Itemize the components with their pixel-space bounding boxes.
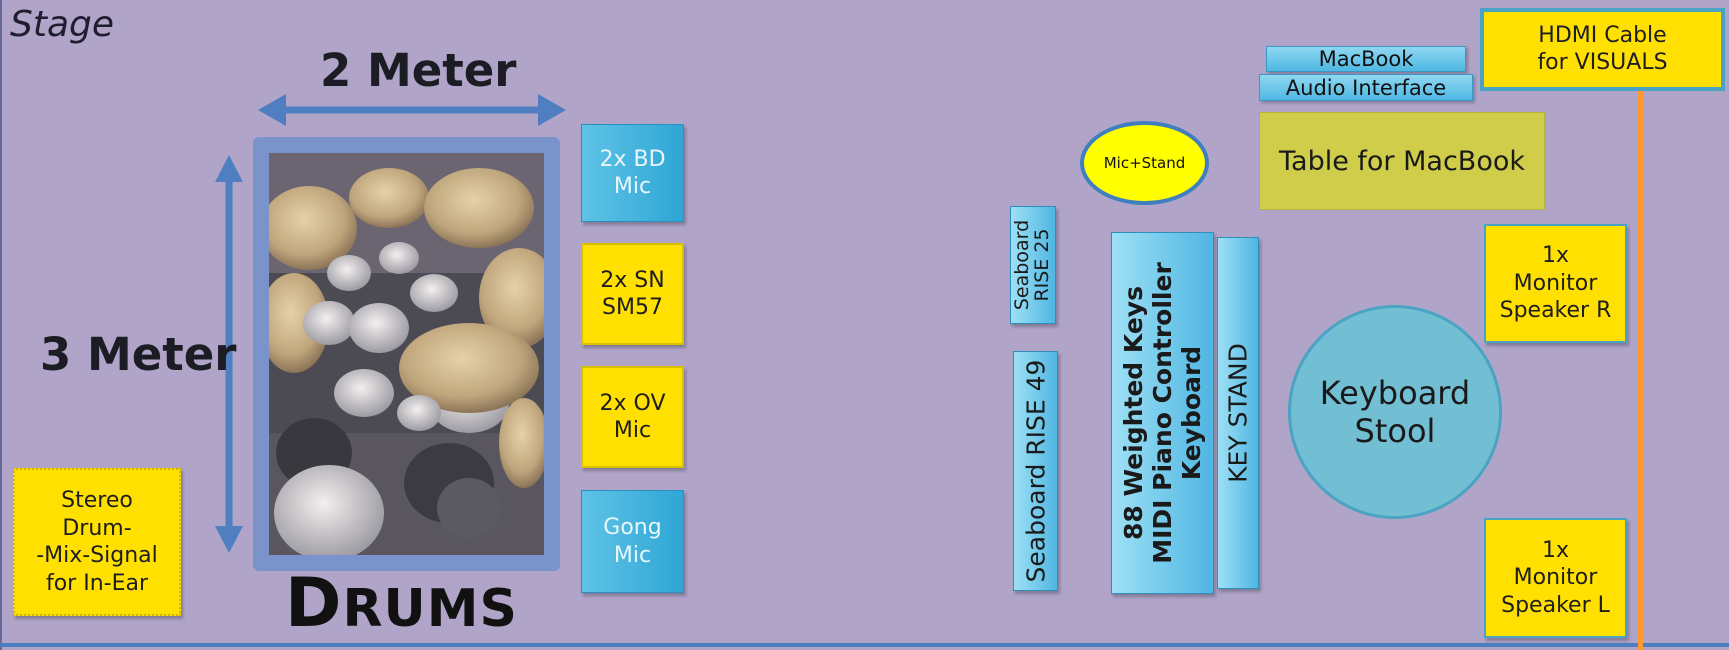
monitor-l-line1: 1x — [1542, 538, 1569, 563]
monitor-l-line3: Speaker L — [1501, 593, 1610, 618]
hdmi-line2: for VISUALS — [1537, 50, 1667, 75]
drum-kit-photo — [269, 153, 544, 555]
stool-line2: Stool — [1355, 412, 1436, 450]
seaboard-rise-25: Seaboard RISE 25 — [1010, 206, 1056, 324]
midi-piano-keyboard: 88 Weighted Keys MIDI Piano Controller K… — [1111, 232, 1214, 594]
monitor-speaker-left: 1x Monitor Speaker L — [1484, 518, 1627, 638]
stage-left-border — [0, 0, 2, 650]
keyboard-line1: 88 Weighted Keys — [1118, 286, 1147, 540]
seaboard-rise-49: Seaboard RISE 49 — [1013, 351, 1058, 591]
audio-interface-label: Audio Interface — [1286, 76, 1446, 100]
hdmi-line1: HDMI Cable — [1538, 23, 1666, 48]
gong-mic-line1: Gong — [603, 515, 661, 540]
drums-title-rest: RUMS — [342, 579, 517, 639]
height-label: 3 Meter — [40, 328, 237, 381]
snare-mic-line2: SM57 — [602, 295, 663, 320]
width-arrow-right-head — [538, 94, 566, 126]
monitor-speaker-right: 1x Monitor Speaker R — [1484, 224, 1627, 343]
bass-drum-mic-line1: 2x BD — [599, 147, 665, 172]
stereo-mix-line2: Drum- — [62, 516, 131, 541]
monitor-r-line3: Speaker R — [1500, 298, 1612, 323]
keyboard-line3: Keyboard — [1176, 346, 1205, 480]
bass-drum-mic-line2: Mic — [614, 174, 651, 199]
monitor-r-line2: Monitor — [1514, 271, 1598, 296]
monitor-l-line2: Monitor — [1514, 565, 1598, 590]
width-arrow-left-head — [258, 94, 286, 126]
drums-title-initial: D — [285, 564, 342, 643]
keyboard-line2: MIDI Piano Controller — [1147, 262, 1176, 564]
macbook-table-label: Table for MacBook — [1279, 146, 1525, 177]
stool-line1: Keyboard — [1320, 374, 1470, 412]
key-stand: KEY STAND — [1217, 237, 1259, 589]
key-stand-label: KEY STAND — [1224, 343, 1253, 483]
audio-interface-box: Audio Interface — [1259, 74, 1473, 101]
seaboard-49-label: Seaboard RISE 49 — [1021, 360, 1050, 583]
stereo-mix-box: Stereo Drum- -Mix-Signal for In-Ear — [13, 468, 181, 616]
gong-mic-line2: Mic — [614, 543, 651, 568]
seaboard-25-line1: Seaboard — [1011, 220, 1033, 310]
mic-stand-ellipse: Mic+Stand — [1080, 121, 1209, 205]
stereo-mix-line3: -Mix-Signal — [36, 543, 158, 568]
width-label: 2 Meter — [320, 44, 517, 97]
hdmi-cable-line — [1638, 82, 1643, 650]
seaboard-25-line2: RISE 25 — [1031, 228, 1053, 301]
macbook-box: MacBook — [1266, 46, 1466, 72]
macbook-label: MacBook — [1319, 47, 1414, 71]
height-arrow-top-head — [215, 155, 243, 182]
height-arrow-bottom-head — [215, 526, 243, 553]
overhead-mic-line1: 2x OV — [600, 391, 666, 416]
stage-front-edge — [0, 643, 1729, 647]
monitor-r-line1: 1x — [1542, 243, 1569, 268]
mic-stand-label: Mic+Stand — [1104, 154, 1186, 172]
macbook-table: Table for MacBook — [1259, 112, 1545, 210]
snare-mic-line1: 2x SN — [600, 268, 664, 293]
drum-kit-illustration — [269, 153, 544, 555]
overhead-mic-line2: Mic — [614, 418, 651, 443]
stereo-mix-line4: for In-Ear — [46, 571, 148, 596]
stage-label: Stage — [10, 4, 114, 45]
stereo-mix-line1: Stereo — [61, 488, 133, 513]
drums-title: DRUMS — [285, 570, 518, 638]
